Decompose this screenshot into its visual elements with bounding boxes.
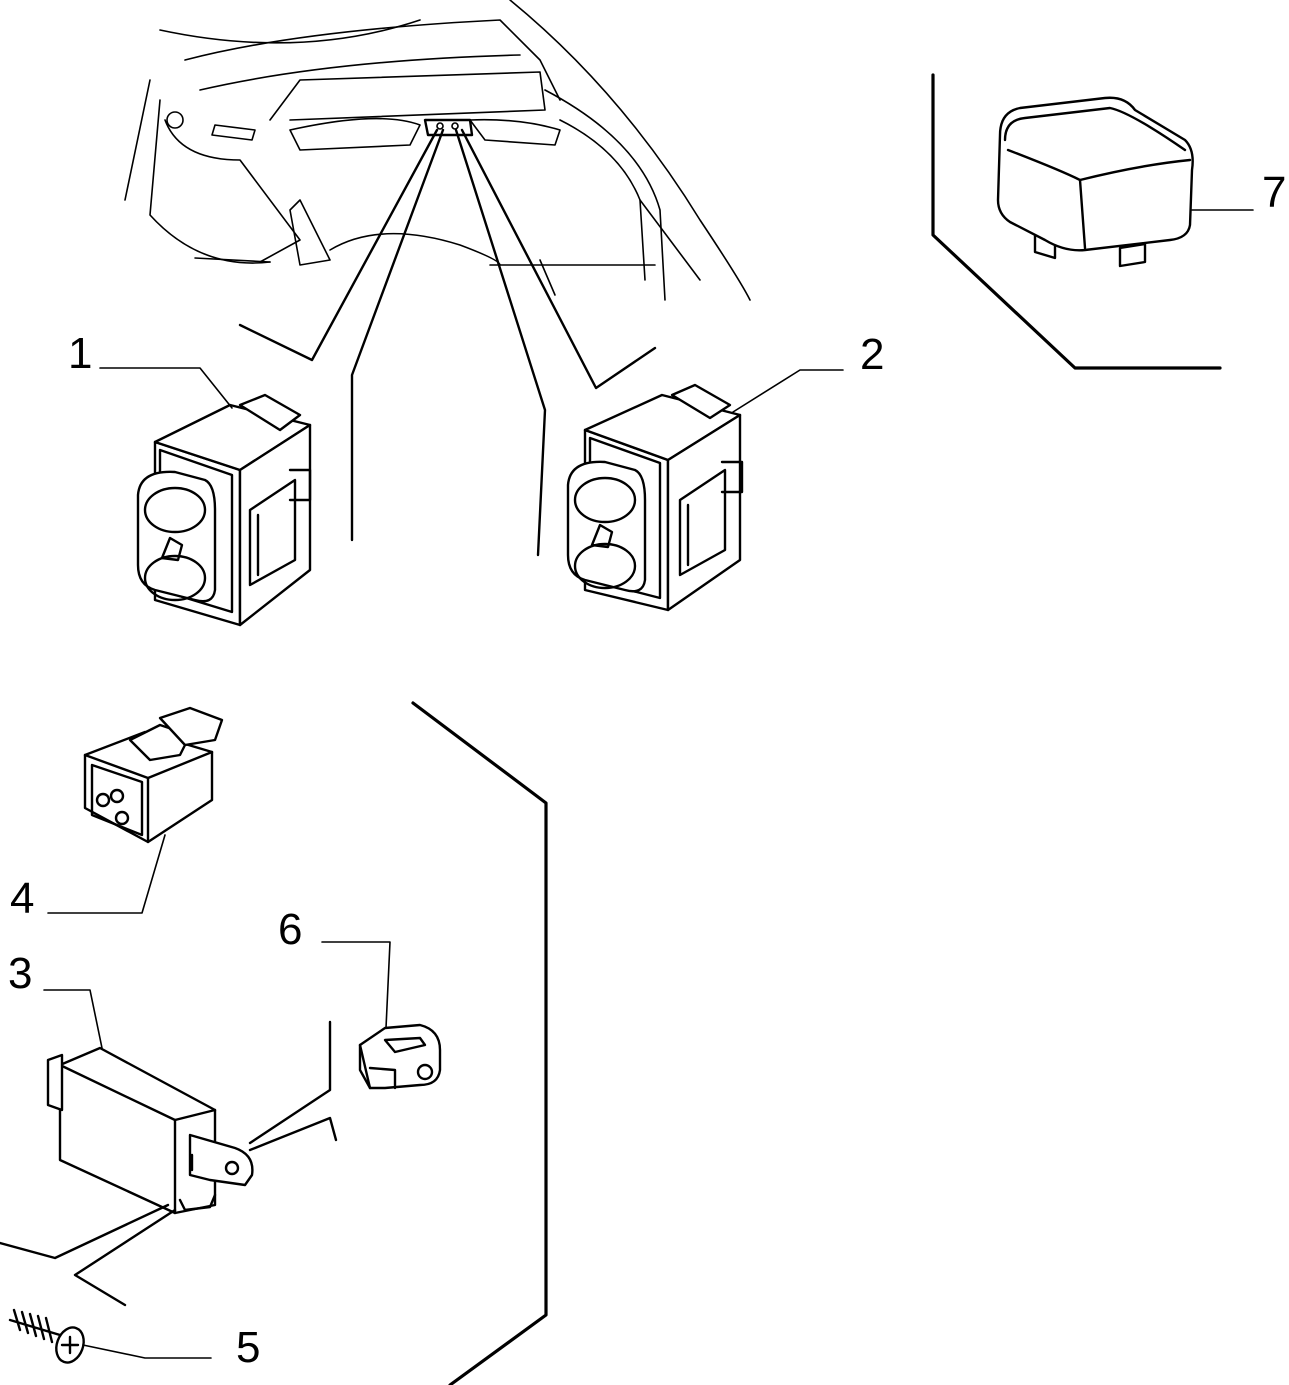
callout-6: 6 (278, 905, 302, 954)
window-switch-right (566, 383, 744, 612)
relay-box (931, 73, 1222, 370)
connector-block (83, 706, 224, 844)
window-switch-left (136, 393, 312, 627)
callout-5: 5 (236, 1323, 260, 1372)
leader-lines (43, 209, 1254, 1359)
callout-2: 2 (860, 330, 884, 379)
callout-3: 3 (8, 949, 32, 998)
guide-lines-switches (238, 128, 657, 557)
bracket-lower-group (411, 701, 548, 1385)
callout-4: 4 (10, 874, 34, 923)
control-unit (46, 1046, 254, 1215)
car-interior-sketch (124, 0, 751, 301)
mounting-clip (358, 1023, 442, 1090)
guide-lines-control-unit (0, 1020, 338, 1307)
screw (8, 1308, 85, 1364)
callout-1: 1 (68, 329, 92, 378)
callout-7: 7 (1262, 168, 1286, 217)
